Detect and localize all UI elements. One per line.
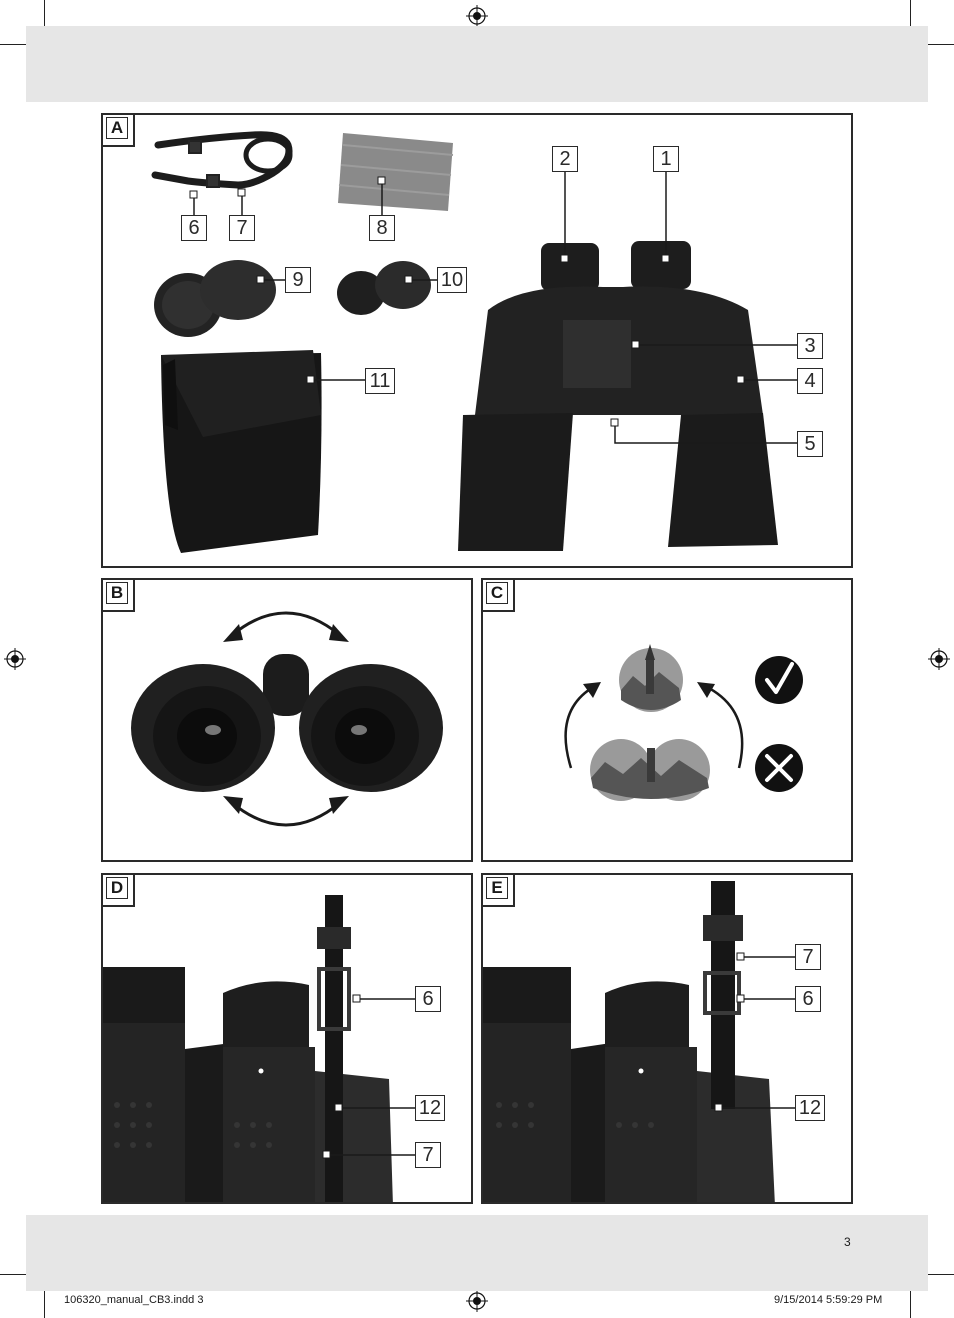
- panel-d: D 6 12 7: [101, 873, 473, 1204]
- panel-letter: E: [483, 875, 515, 907]
- carrying-bag: [161, 350, 322, 553]
- registration-mark-icon: [4, 648, 26, 670]
- file-name: 106320_manual_CB3.indd 3: [64, 1294, 204, 1306]
- strap-attachment-illustration: [103, 895, 415, 1202]
- eyepiece-caps: [337, 261, 431, 315]
- curved-arrows: [564, 684, 744, 769]
- label-6: 6: [181, 215, 207, 241]
- binoculars-rear-view: [131, 654, 443, 792]
- label-7: 7: [229, 215, 255, 241]
- label-7: 7: [415, 1142, 441, 1168]
- leader-markers: [714, 952, 745, 1112]
- crop-mark: [924, 44, 954, 45]
- label-2: 2: [552, 146, 578, 172]
- registration-mark-icon: [466, 1290, 488, 1312]
- registration-mark-icon: [466, 5, 488, 27]
- neck-strap: [151, 131, 293, 189]
- binoculars-front-view: [458, 241, 778, 551]
- label-9: 9: [285, 267, 311, 293]
- label-12: 12: [415, 1095, 445, 1121]
- crop-mark: [910, 0, 911, 30]
- panel-letter: B: [103, 580, 135, 612]
- panel-letter: C: [483, 580, 515, 612]
- crop-mark: [0, 44, 30, 45]
- focus-view-illustration: [564, 644, 803, 801]
- label-5: 5: [797, 431, 823, 457]
- interpupillary-adjustment-illustration: [131, 611, 443, 827]
- leader-markers: [189, 176, 745, 427]
- cross-icon: [755, 744, 803, 792]
- cleaning-cloth: [338, 133, 454, 211]
- header-band: [26, 26, 928, 102]
- label-10: 10: [437, 267, 467, 293]
- label-6: 6: [795, 986, 821, 1012]
- panel-b: B: [101, 578, 473, 862]
- label-12: 12: [795, 1095, 825, 1121]
- curved-arrow-heads: [583, 682, 715, 698]
- objective-lens-caps: [154, 260, 276, 337]
- crop-mark: [910, 1288, 911, 1318]
- panel-letter: D: [103, 875, 135, 907]
- panel-a: A: [101, 113, 853, 568]
- footer-band: [26, 1215, 928, 1291]
- label-6: 6: [415, 986, 441, 1012]
- panel-c: C: [481, 578, 853, 862]
- strap: [317, 895, 351, 1202]
- parts-illustration: [151, 131, 797, 553]
- label-4: 4: [797, 368, 823, 394]
- label-11: 11: [365, 368, 395, 394]
- crop-mark: [924, 1274, 954, 1275]
- grip-texture: [496, 1102, 654, 1128]
- grip-texture: [114, 1102, 272, 1148]
- strap: [703, 881, 743, 1109]
- arrow-heads: [223, 624, 349, 814]
- single-round-view: [619, 644, 683, 712]
- strap-attachment-illustration: [483, 881, 795, 1202]
- crop-mark: [44, 1288, 45, 1318]
- label-7: 7: [795, 944, 821, 970]
- leader-lines: [193, 172, 797, 444]
- double-round-view: [590, 739, 710, 801]
- panel-letter: A: [103, 115, 135, 147]
- leader-markers: [322, 994, 361, 1159]
- print-timestamp: 9/15/2014 5:59:29 PM: [774, 1294, 883, 1306]
- page-number: 3: [844, 1235, 851, 1249]
- check-icon: [755, 656, 803, 704]
- leader-lines: [327, 998, 415, 1156]
- label-1: 1: [653, 146, 679, 172]
- crop-mark: [0, 1274, 30, 1275]
- registration-mark-icon: [928, 648, 950, 670]
- leader-lines: [719, 956, 795, 1109]
- rotation-arrows: [230, 611, 342, 827]
- label-3: 3: [797, 333, 823, 359]
- crop-mark: [44, 0, 45, 30]
- panel-e: E 7 6 12: [481, 873, 853, 1204]
- label-8: 8: [369, 215, 395, 241]
